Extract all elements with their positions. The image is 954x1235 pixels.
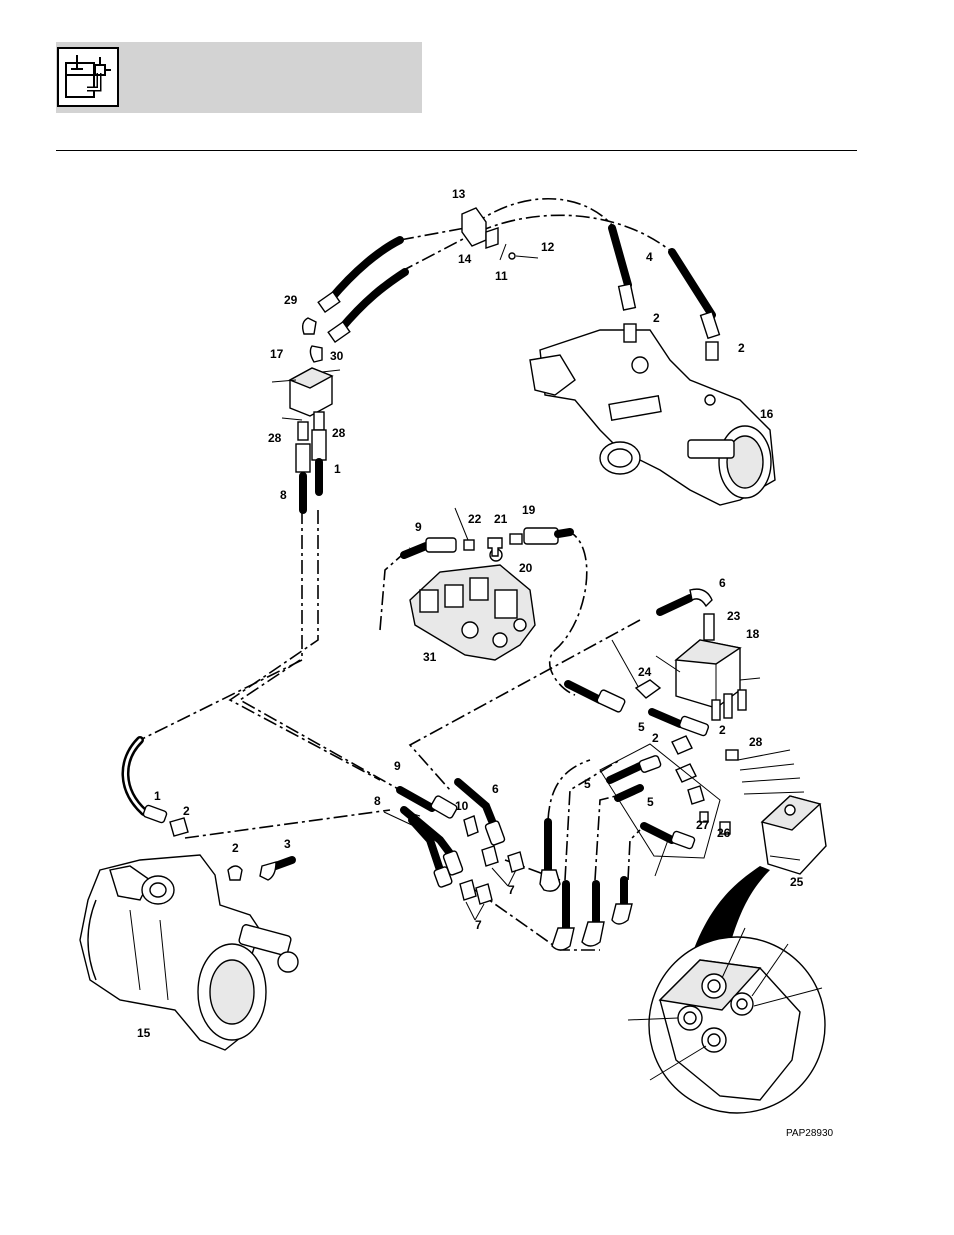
valve-block-17 (272, 318, 340, 440)
callout-c24: 24 (638, 665, 652, 679)
callout-c18: 18 (746, 627, 760, 641)
callout-c20: 20 (519, 561, 533, 575)
callout-c1a: 1 (334, 462, 341, 476)
callout-c26: 26 (717, 826, 731, 840)
callout-c9b: 9 (394, 759, 401, 773)
callout-c2e: 2 (183, 804, 190, 818)
callout-c10: 10 (455, 799, 469, 813)
swing-motor-15 (80, 855, 298, 1050)
callout-c25: 25 (790, 875, 804, 889)
callout-c5a: 5 (638, 720, 645, 734)
callout-c21: 21 (494, 512, 508, 526)
left-hose-1 (125, 740, 188, 836)
callout-c19: 19 (522, 503, 536, 517)
hose-routing-lines (140, 199, 672, 950)
detail-inset (628, 928, 825, 1113)
callout-c7a: 7 (508, 883, 515, 897)
callout-c28b: 28 (332, 426, 346, 440)
callout-c22: 22 (468, 512, 482, 526)
callout-c3: 3 (284, 837, 291, 851)
tube-elbows (540, 822, 668, 950)
callout-c2d: 2 (719, 723, 726, 737)
callout-c1b: 1 (154, 789, 161, 803)
callout-c7b: 7 (475, 918, 482, 932)
callout-c13: 13 (452, 187, 466, 201)
callout-c2a: 2 (653, 311, 660, 325)
upper-middle-hose-9-19 (404, 508, 570, 556)
callout-c2c: 2 (652, 731, 659, 745)
callout-c27: 27 (696, 818, 710, 832)
hose-3 (228, 860, 292, 880)
callout-c2b: 2 (738, 341, 745, 355)
callout-c12: 12 (541, 240, 555, 254)
callout-c16: 16 (760, 407, 774, 421)
callout-c8a: 8 (280, 488, 287, 502)
callout-c6a: 6 (719, 576, 726, 590)
callout-c28c: 28 (749, 735, 763, 749)
callout-c9a: 9 (415, 520, 422, 534)
motor-25 (762, 796, 826, 874)
callout-c6b: 6 (492, 782, 499, 796)
callout-c28a: 28 (268, 431, 282, 445)
callout-c15: 15 (137, 1026, 151, 1040)
callout-c11: 11 (495, 269, 508, 283)
callout-c2f: 2 (232, 841, 239, 855)
callout-c5b: 5 (584, 777, 591, 791)
callout-c29: 29 (284, 293, 298, 307)
callout-c31: 31 (423, 650, 437, 664)
clamp-block-13 (462, 208, 538, 260)
callout-c30: 30 (330, 349, 344, 363)
callout-c5c: 5 (647, 795, 654, 809)
figure-reference: PAP28930 (786, 1128, 834, 1139)
callout-c17: 17 (270, 347, 284, 361)
callout-c4: 4 (646, 250, 653, 264)
callout-c8b: 8 (374, 794, 381, 808)
vertical-hoses-1-8 (296, 430, 326, 510)
callout-c14: 14 (458, 252, 472, 266)
callout-c23: 23 (727, 609, 741, 623)
control-valve-31 (410, 549, 535, 660)
lower-center-hoses (384, 782, 524, 920)
